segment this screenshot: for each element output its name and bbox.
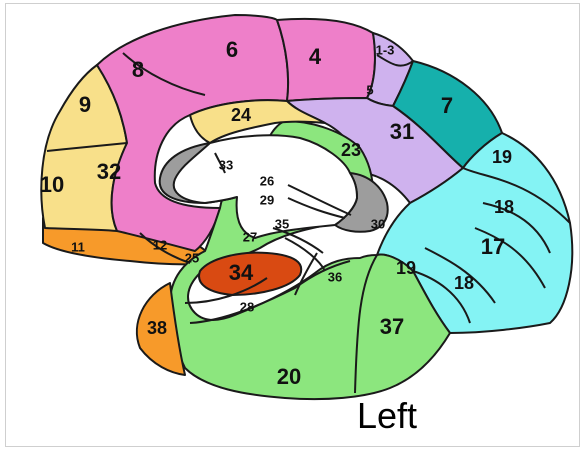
label-area-6: 6 bbox=[226, 37, 238, 62]
label-area-28: 28 bbox=[240, 299, 254, 314]
region-4 bbox=[277, 19, 375, 101]
label-area-5: 5 bbox=[366, 82, 373, 97]
label-area-30: 30 bbox=[371, 216, 385, 231]
label-area-7: 7 bbox=[441, 93, 453, 118]
label-area-12: 12 bbox=[153, 237, 167, 252]
label-area-17: 17 bbox=[481, 234, 505, 259]
label-area-20: 20 bbox=[277, 364, 301, 389]
label-area-19-top: 19 bbox=[492, 147, 512, 167]
hemisphere-caption: Left bbox=[357, 395, 417, 436]
label-area-10: 10 bbox=[40, 172, 64, 197]
diagram-frame: 6 4 1-3 5 7 8 9 10 32 24 31 23 33 26 29 … bbox=[5, 3, 580, 447]
label-area-4: 4 bbox=[309, 44, 322, 69]
label-area-34: 34 bbox=[229, 260, 254, 285]
label-area-33: 33 bbox=[219, 157, 233, 172]
label-area-26: 26 bbox=[260, 173, 274, 188]
label-area-19-bottom: 19 bbox=[396, 258, 416, 278]
label-area-32: 32 bbox=[97, 159, 121, 184]
label-area-8: 8 bbox=[132, 57, 144, 82]
label-area-9: 9 bbox=[79, 92, 91, 117]
label-area-27: 27 bbox=[243, 229, 257, 244]
label-area-35: 35 bbox=[275, 216, 289, 231]
brain-medial-surface-diagram: 6 4 1-3 5 7 8 9 10 32 24 31 23 33 26 29 … bbox=[5, 3, 580, 447]
label-area-23: 23 bbox=[341, 140, 361, 160]
label-area-29: 29 bbox=[260, 192, 274, 207]
label-area-18-top: 18 bbox=[494, 197, 514, 217]
label-area-31: 31 bbox=[390, 119, 414, 144]
label-area-38: 38 bbox=[147, 318, 167, 338]
label-area-25: 25 bbox=[185, 250, 199, 265]
label-area-37: 37 bbox=[380, 314, 404, 339]
label-area-18-bottom: 18 bbox=[454, 273, 474, 293]
label-area-1-3: 1-3 bbox=[376, 42, 395, 57]
label-area-11: 11 bbox=[71, 239, 85, 254]
label-area-36: 36 bbox=[328, 269, 342, 284]
label-area-24: 24 bbox=[231, 105, 251, 125]
